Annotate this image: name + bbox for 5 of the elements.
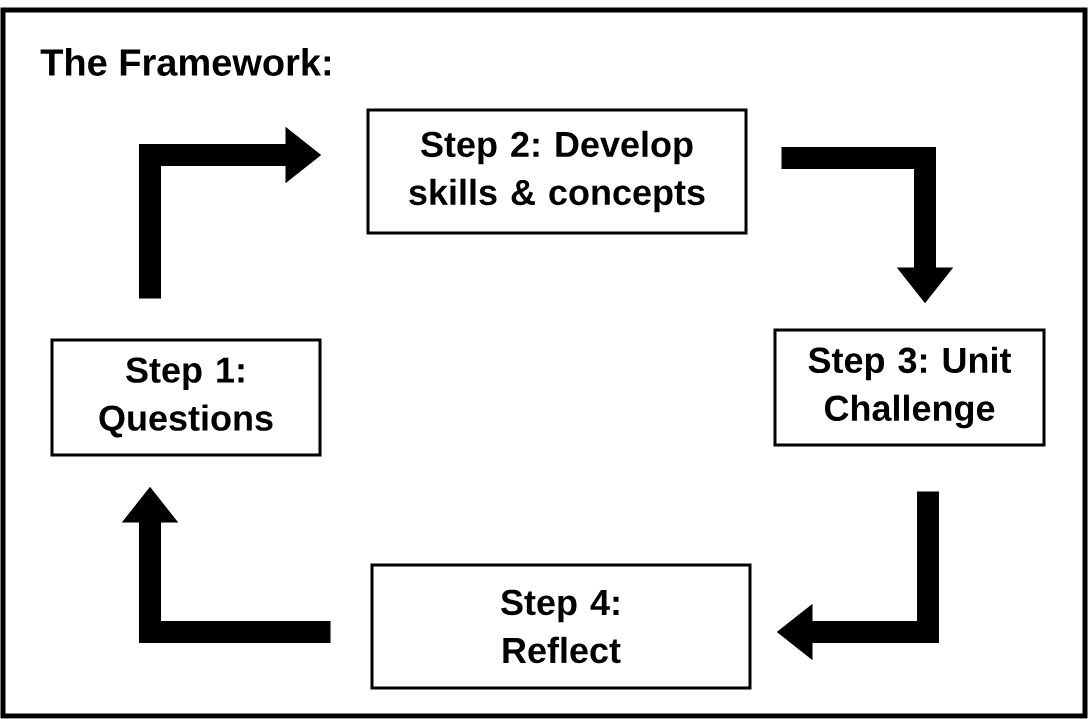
step-box: Step 4: Reflect [370, 563, 752, 690]
step-box: Step 3: Unit Challenge [773, 328, 1046, 447]
step-box: Step 1: Questions [50, 338, 322, 457]
title: The Framework: [40, 48, 330, 76]
step-box: Step 2: Develop skills & concepts [366, 108, 748, 235]
